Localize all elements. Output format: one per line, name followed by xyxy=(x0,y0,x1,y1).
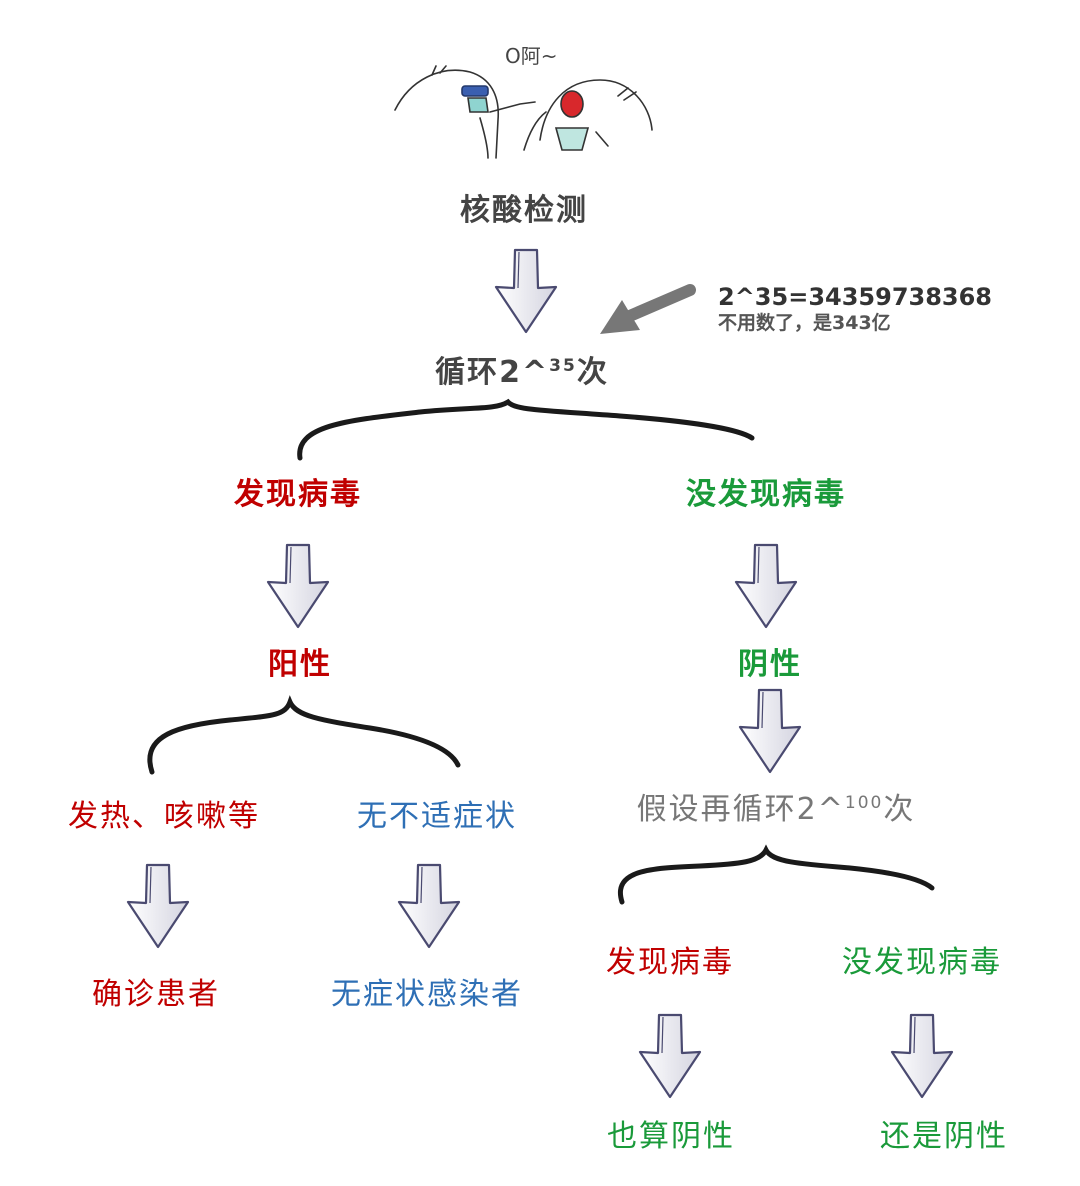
brace-2 xyxy=(147,695,461,775)
arrow-2 xyxy=(266,543,330,629)
arrow-4 xyxy=(738,688,802,774)
arrow-7 xyxy=(638,1013,702,1099)
still-neg1-label: 也算阴性 xyxy=(607,1119,735,1154)
asymptomatic-label: 无症状感染者 xyxy=(331,977,523,1012)
arrow-8 xyxy=(890,1013,954,1099)
root-label: 核酸检测 xyxy=(460,193,588,228)
negative-label: 阴性 xyxy=(738,647,802,682)
loop1-suffix: 次 xyxy=(576,355,609,390)
brace-1 xyxy=(297,398,755,461)
brace-3 xyxy=(617,844,935,905)
fever-label: 发热、咳嗽等 xyxy=(68,799,260,834)
arrow-3 xyxy=(734,543,798,629)
positive-label: 阳性 xyxy=(268,647,332,682)
loop1-label: 循环2^35次 xyxy=(435,358,609,388)
loop2-label: 假设再循环2^100次 xyxy=(637,795,916,825)
arrow-6 xyxy=(397,863,461,949)
still-neg2-label: 还是阴性 xyxy=(880,1119,1008,1154)
loop2-suffix: 次 xyxy=(883,792,916,827)
arrow-5 xyxy=(126,863,190,949)
pointer-arrow xyxy=(600,284,696,334)
cartoon-speech: O阿~ xyxy=(505,44,558,68)
note-line2: 不用数了，是343亿 xyxy=(718,312,891,334)
confirmed-label: 确诊患者 xyxy=(92,977,220,1012)
arrow-1 xyxy=(494,248,558,334)
annotation-note: 2^35=34359738368 不用数了，是343亿 xyxy=(718,282,992,336)
found2-label: 发现病毒 xyxy=(606,945,734,980)
not-found2-label: 没发现病毒 xyxy=(842,945,1002,980)
loop2-prefix: 假设再循环2^ xyxy=(636,792,845,827)
loop2-exp: 100 xyxy=(844,793,884,813)
loop1-exp: 35 xyxy=(549,356,577,376)
cartoon-illustration xyxy=(394,65,653,159)
right-not-found-label: 没发现病毒 xyxy=(686,477,846,512)
left-found-label: 发现病毒 xyxy=(234,477,362,512)
note-line1: 2^35=34359738368 xyxy=(718,283,993,311)
loop1-prefix: 循环2^ xyxy=(435,355,550,390)
no-symptom-label: 无不适症状 xyxy=(357,799,517,834)
